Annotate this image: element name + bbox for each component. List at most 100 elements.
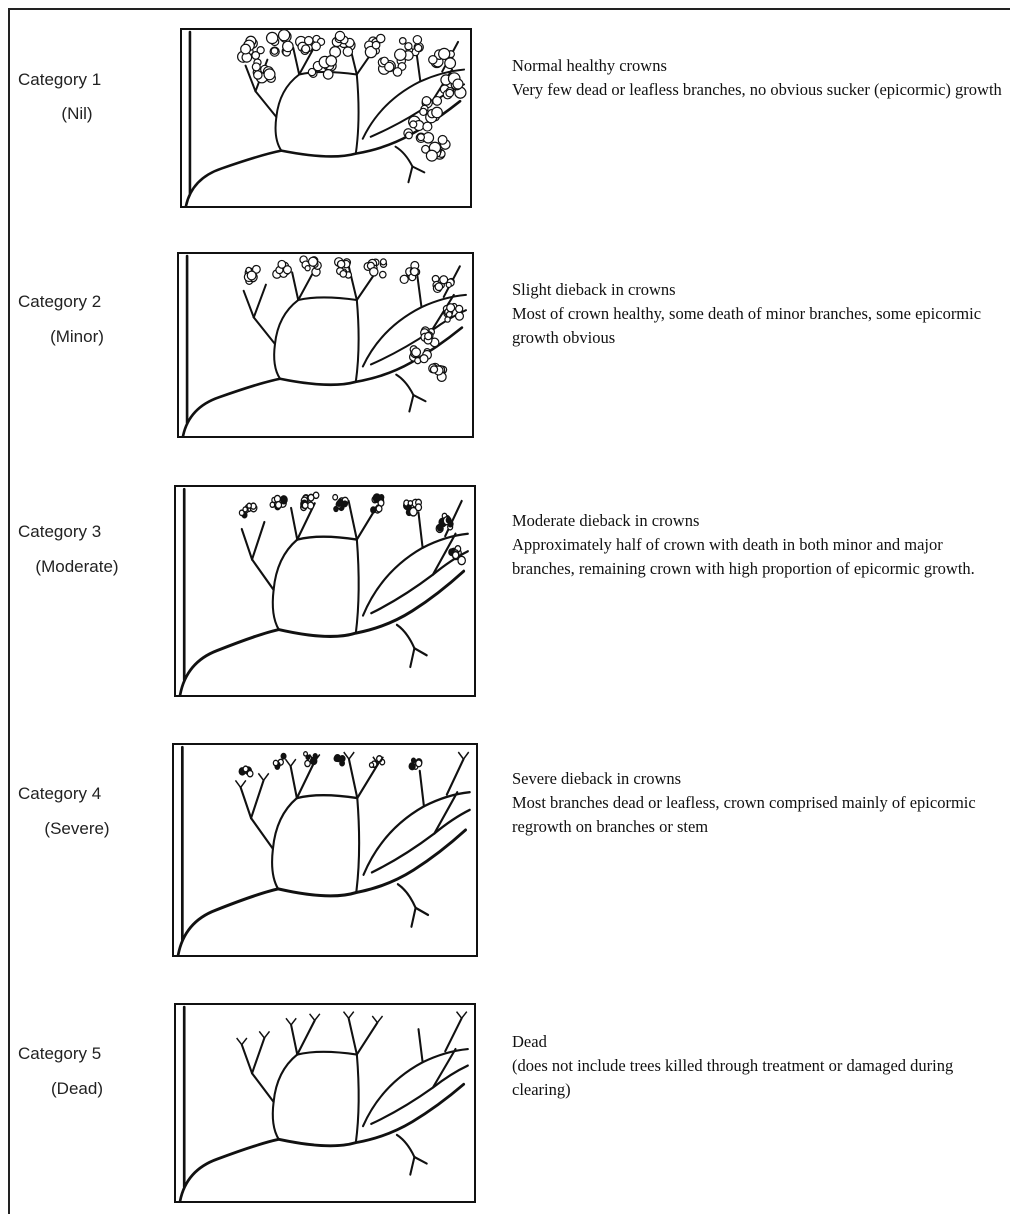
severity-label: (Severe) [12, 819, 142, 839]
branch-line [413, 395, 425, 401]
bare-twig [258, 773, 268, 780]
branch-line [357, 764, 378, 798]
branch-line [254, 317, 275, 344]
branch-line [349, 1018, 357, 1054]
category-3-description: Moderate dieback in crowns Approximately… [512, 509, 1007, 581]
foliage-cluster [429, 363, 447, 381]
epicormic-growth-cluster [436, 513, 453, 532]
tree-drawing [179, 254, 472, 436]
severity-label: (Moderate) [12, 557, 142, 577]
branch-line [447, 759, 464, 794]
category-label: Category 5 [18, 1044, 148, 1064]
foliage-cluster [429, 48, 456, 68]
epicormic-growth-cluster [371, 494, 384, 513]
branch-line [291, 766, 297, 798]
crown-illustration-1 [180, 28, 472, 208]
branch-line [371, 1066, 468, 1124]
branch-line [349, 759, 357, 798]
branch-line [397, 625, 414, 648]
branch-line [363, 534, 468, 616]
branch-line [291, 1025, 297, 1055]
branch-line [396, 375, 413, 395]
branch-line [272, 798, 297, 889]
description-title: Slight dieback in crowns [512, 278, 1007, 302]
branch-line [292, 272, 298, 300]
branch-line [356, 300, 359, 382]
foliage-cluster [296, 35, 325, 54]
branch-line [252, 1038, 264, 1073]
branch-line [349, 266, 357, 300]
branch-line [356, 74, 359, 153]
branch-line [396, 147, 413, 167]
description-title: Normal healthy crowns [512, 54, 1007, 78]
branch-line [251, 780, 263, 818]
epicormic-growth-cluster [239, 503, 256, 518]
branch-line [416, 908, 428, 915]
branch-line [241, 787, 251, 818]
category-label: Category 4 [18, 784, 148, 804]
category-label: Category 1 [18, 70, 148, 90]
branch-line [297, 1020, 314, 1054]
branch-line [357, 1023, 378, 1055]
bare-twig [343, 1012, 353, 1019]
branch-line [408, 166, 412, 182]
description-text: Approximately half of crown with death i… [512, 533, 1007, 581]
branch-line [414, 648, 426, 655]
tree-drawing [176, 1005, 474, 1201]
foliage-cluster [365, 34, 385, 57]
branch-line [273, 540, 297, 630]
tree-drawing [174, 745, 476, 955]
branch-line [291, 508, 297, 540]
branch-line [297, 762, 315, 799]
foliage-cluster [421, 327, 439, 347]
branch-line [180, 571, 464, 695]
bare-twig [457, 1012, 467, 1019]
branch-line [411, 908, 415, 927]
branch-line [242, 1045, 252, 1074]
bare-twig [286, 1018, 296, 1025]
category-4-description: Severe dieback in crowns Most branches d… [512, 767, 1007, 839]
branch-line [242, 529, 252, 559]
branch-line [251, 818, 273, 849]
bare-twig [259, 1031, 269, 1038]
branch-line [372, 810, 470, 873]
description-title: Moderate dieback in crowns [512, 509, 1007, 533]
severity-label: (Nil) [12, 104, 142, 124]
bare-twig [285, 759, 295, 766]
crown-illustration-3 [174, 485, 476, 697]
foliage-cluster [267, 30, 294, 56]
tree-drawing [182, 30, 470, 206]
branch-line [445, 1018, 461, 1051]
foliage-cluster [330, 31, 355, 57]
branch-line [410, 648, 414, 667]
branch-line [417, 276, 421, 307]
crown-illustration-4 [172, 743, 478, 957]
branch-line [252, 1073, 274, 1102]
epicormic-growth-cluster [409, 758, 422, 769]
description-text: Very few dead or leafless branches, no o… [512, 78, 1007, 102]
branch-line [419, 513, 423, 548]
branch-line [410, 1157, 414, 1175]
foliage-cluster [244, 265, 260, 284]
foliage-cluster [273, 260, 292, 278]
branch-line [416, 52, 420, 82]
branch-line [293, 48, 299, 75]
crown-illustration-5 [174, 1003, 476, 1203]
branch-line [274, 300, 298, 379]
branch-line [244, 291, 254, 318]
branch-line [414, 1157, 426, 1164]
description-title: Severe dieback in crowns [512, 767, 1007, 791]
branch-line [297, 795, 357, 798]
category-1-description: Normal healthy crowns Very few dead or l… [512, 54, 1007, 102]
bare-twig [310, 1014, 320, 1021]
branch-line [255, 91, 276, 117]
description-text: Most branches dead or leafless, crown co… [512, 791, 1007, 839]
bare-twig [458, 752, 468, 759]
epicormic-growth-cluster [301, 492, 319, 510]
branch-line [349, 501, 357, 540]
foliage-cluster [410, 346, 432, 364]
branch-line [298, 297, 357, 300]
category-label: Category 2 [18, 292, 148, 312]
tree-drawing [176, 487, 474, 695]
branch-line [412, 166, 424, 172]
